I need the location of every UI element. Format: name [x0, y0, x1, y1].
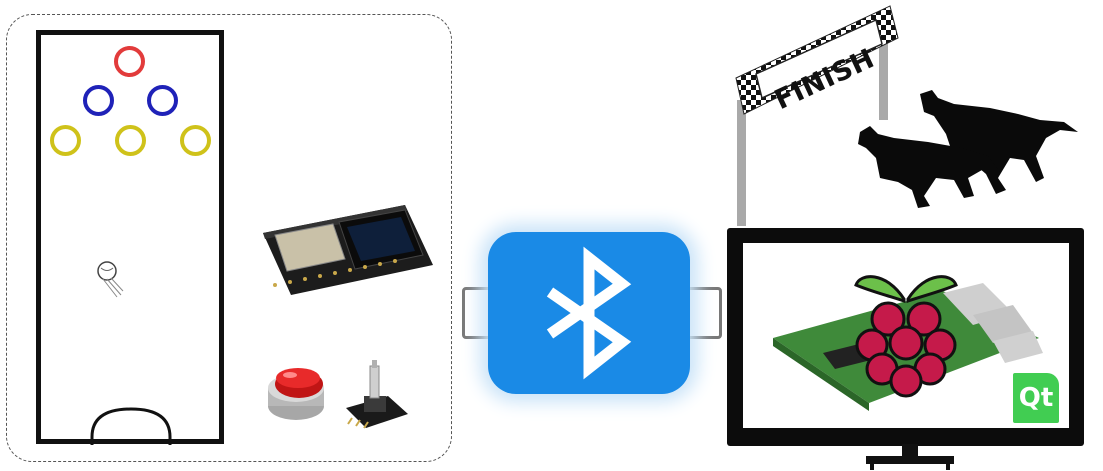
finish-line-gate [735, 5, 899, 226]
play-field [36, 30, 224, 445]
bluetooth-icon [546, 246, 632, 380]
push-button-icon [268, 368, 324, 420]
target-ring-yellow-left [50, 125, 81, 156]
target-ring-yellow-right [180, 125, 211, 156]
bluetooth-badge [488, 232, 690, 394]
ball-icon [97, 261, 124, 298]
qt-logo: Qt [1013, 373, 1059, 423]
target-ring-red [114, 46, 145, 77]
esp32-oled-board-icon [263, 205, 433, 295]
target-ring-blue-right [147, 85, 178, 116]
goal-arc [90, 407, 172, 445]
target-ring-blue-left [83, 85, 114, 116]
rotary-encoder-icon [346, 360, 408, 429]
target-ring-yellow-middle [115, 125, 146, 156]
raspberry-pi-logo-icon [854, 275, 958, 398]
monitor-stand [866, 444, 954, 470]
game-controller-panel [6, 14, 452, 462]
running-horses-icon [858, 90, 1078, 208]
